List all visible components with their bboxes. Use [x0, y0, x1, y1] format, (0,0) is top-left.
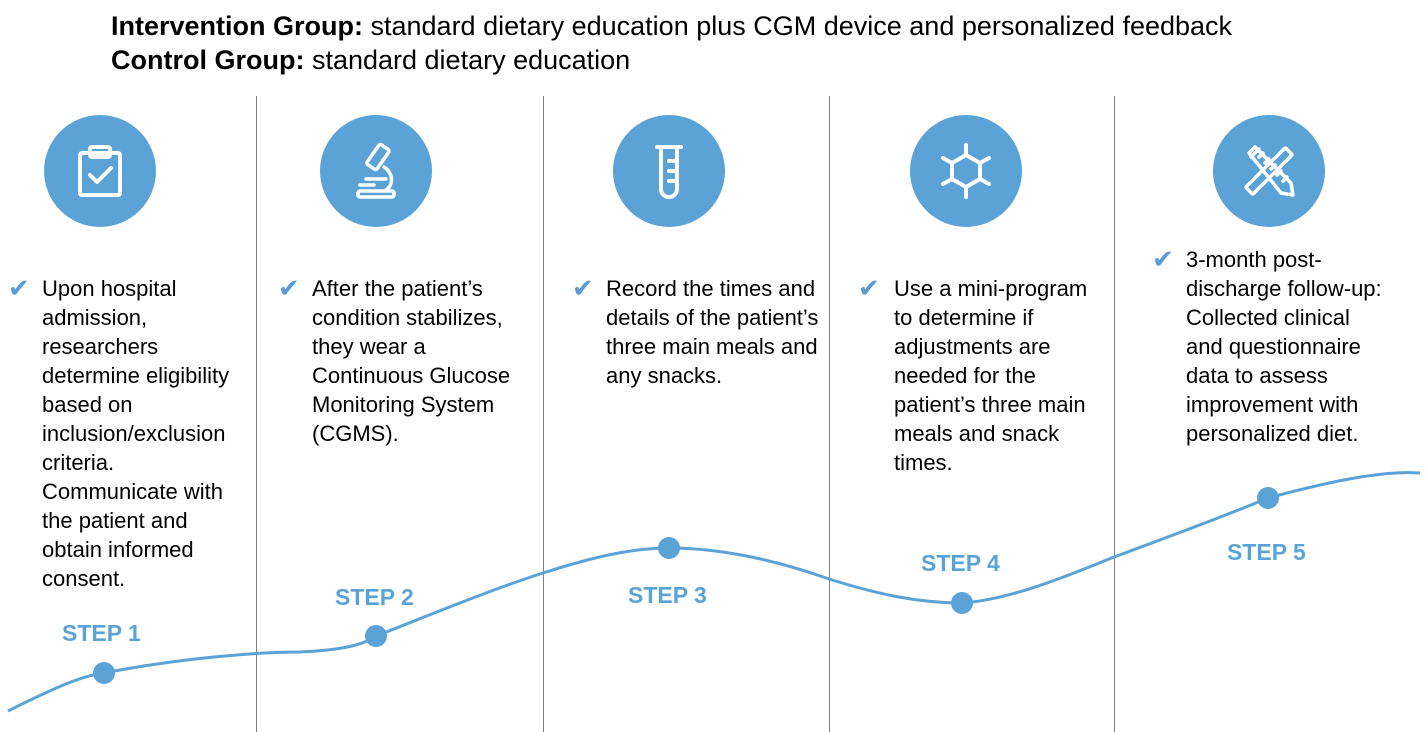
step-5-description: 3-month post-discharge follow-up: Collec… — [1186, 247, 1382, 446]
column-divider — [1114, 96, 1115, 732]
checkmark-icon: ✔ — [278, 273, 300, 303]
intervention-group-line: Intervention Group: standard dietary edu… — [111, 9, 1232, 43]
step-2-icon-circle — [320, 115, 432, 227]
microscope-icon — [356, 142, 396, 199]
control-group-label: Control Group: — [111, 45, 305, 75]
checkmark-icon: ✔ — [8, 273, 30, 303]
clipboard-check-icon — [78, 145, 122, 197]
intervention-group-label: Intervention Group: — [111, 11, 363, 41]
step-5-icon-circle — [1213, 115, 1325, 227]
control-group-line: Control Group: standard dietary educatio… — [111, 43, 1232, 77]
checkmark-icon: ✔ — [1152, 244, 1174, 274]
intervention-group-text: standard dietary education plus CGM devi… — [363, 11, 1233, 41]
step-1-marker — [93, 662, 115, 684]
step-5-marker — [1257, 487, 1279, 509]
control-group-text: standard dietary education — [304, 45, 631, 75]
checkmark-icon: ✔ — [572, 273, 594, 303]
ruler-pencil-icon — [1244, 145, 1295, 197]
step-3-icon-circle — [613, 115, 725, 227]
step-2-marker — [365, 625, 387, 647]
step-4-marker — [951, 592, 973, 614]
step-3-label: STEP 3 — [628, 582, 707, 608]
step-3-marker — [658, 537, 680, 559]
column-divider — [256, 96, 257, 732]
checkmark-icon: ✔ — [858, 273, 880, 303]
step-1-icon-circle — [44, 115, 156, 227]
test-tube-icon — [655, 145, 683, 199]
group-description: Intervention Group: standard dietary edu… — [111, 9, 1232, 77]
step-1-label: STEP 1 — [62, 620, 141, 646]
step-2-description: After the patient’s condition stabilizes… — [312, 276, 511, 446]
step-1-description: Upon hospital admission, researchers det… — [42, 276, 230, 591]
step-4-icon-circle — [910, 115, 1022, 227]
step-4-label: STEP 4 — [921, 550, 1000, 576]
step-2-label: STEP 2 — [335, 584, 414, 610]
hexagon-network-icon — [941, 143, 991, 199]
column-divider — [543, 96, 544, 732]
step-3-description: Record the times and details of the pati… — [606, 276, 819, 388]
step-4-description: Use a mini-program to determine if adjus… — [894, 276, 1088, 475]
column-divider — [829, 96, 830, 732]
step-5-label: STEP 5 — [1227, 539, 1306, 565]
